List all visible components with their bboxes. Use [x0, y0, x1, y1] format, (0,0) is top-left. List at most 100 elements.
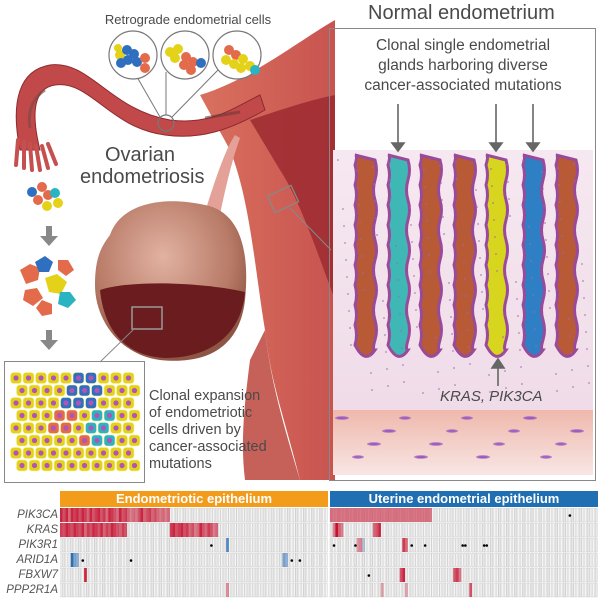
- heatmap-cell: [164, 522, 167, 538]
- heatmap-cell: [255, 537, 258, 553]
- heatmap-cell: [552, 552, 555, 568]
- heatmap-cell: [83, 552, 87, 568]
- ovary-ligament: [205, 135, 240, 215]
- heatmap-cell: [429, 537, 432, 553]
- heatmap-cell: [512, 522, 515, 538]
- heatmap-cell: [226, 508, 229, 523]
- mutation-cell-blue: [76, 553, 79, 567]
- heatmap-cell: [73, 537, 76, 553]
- heatmap-cell: [306, 508, 309, 523]
- heatmap-cell: [167, 567, 170, 583]
- heatmap-cell: [137, 552, 140, 568]
- heatmap-cell: [388, 552, 392, 568]
- heatmap-cell: [314, 552, 317, 568]
- heatmap-cell: [209, 582, 213, 598]
- heatmap-cell: [86, 552, 89, 568]
- heatmap-cell: [412, 537, 416, 553]
- heatmap-cell: [247, 522, 250, 538]
- heatmap-cell: [386, 552, 389, 568]
- heatmap-cell: [223, 567, 226, 583]
- heatmap-cell: [309, 522, 312, 538]
- heatmap-cell: [250, 537, 253, 553]
- heatmap-cell: [231, 508, 234, 523]
- heatmap-cell: [560, 508, 563, 523]
- heatmap-cell: [474, 508, 477, 523]
- mutation-cell-red: [127, 508, 130, 522]
- heatmap-cell: [549, 508, 552, 523]
- heatmap-cell: [252, 552, 256, 568]
- heatmap-cell: [116, 537, 119, 553]
- heatmap-cell: [549, 522, 552, 538]
- heatmap-cell: [100, 537, 103, 553]
- heatmap-cell: [370, 582, 373, 598]
- heatmap-cell: [156, 567, 159, 583]
- heatmap-cell: [234, 552, 237, 568]
- heatmap-cell: [380, 537, 384, 553]
- heatmap-cell: [533, 522, 536, 538]
- heatmap-cell: [485, 552, 488, 568]
- heatmap-cell: [60, 582, 63, 598]
- heatmap-cell: [388, 537, 392, 553]
- heatmap-cell: [351, 582, 354, 598]
- mutation-dot: [290, 559, 294, 562]
- heatmap-cell: [461, 522, 464, 538]
- heatmap-cell: [501, 508, 504, 523]
- heatmap-cell: [487, 537, 491, 553]
- heatmap-cell: [517, 567, 520, 583]
- heatmap-cell: [554, 582, 558, 598]
- heatmap-cell: [340, 582, 343, 598]
- heatmap-cell: [487, 567, 491, 583]
- heatmap-cell: [287, 522, 290, 538]
- heatmap-cell: [404, 522, 408, 538]
- heatmap-cell: [220, 567, 223, 583]
- down-arrow-icon: [40, 226, 58, 246]
- heatmap-cell: [167, 552, 170, 568]
- heatmap-cell: [554, 508, 558, 523]
- heatmap-cell: [525, 552, 528, 568]
- heatmap-cell: [359, 567, 362, 583]
- heatmap-cell: [295, 582, 298, 598]
- heatmap-cell: [563, 552, 566, 568]
- heatmap-cell: [493, 582, 496, 598]
- mutation-dot: [210, 544, 213, 547]
- mutation-cell-red: [397, 508, 400, 522]
- heatmap-cell: [329, 552, 333, 568]
- mutation-cell-red: [105, 523, 109, 537]
- heatmap-cell: [129, 582, 132, 598]
- heatmap-cell: [295, 567, 298, 583]
- heatmap-cell: [541, 522, 544, 538]
- heatmap-cell: [180, 567, 183, 583]
- retrograde-cell-clusters: [108, 30, 262, 80]
- heatmap-cell: [461, 582, 464, 598]
- heatmap-cell: [391, 537, 394, 553]
- heatmap-cell: [231, 582, 234, 598]
- mutation-cell-red: [429, 508, 432, 522]
- mutation-cell-red: [210, 523, 213, 537]
- heatmap-cell: [175, 508, 178, 523]
- heatmap-cell: [244, 522, 248, 538]
- heatmap-cell: [415, 552, 418, 568]
- heatmap-cell: [244, 508, 248, 523]
- heatmap-cell: [544, 552, 547, 568]
- mutation-cell-red: [359, 508, 363, 522]
- heatmap-cell: [498, 508, 501, 523]
- heatmap-cell: [65, 567, 68, 583]
- heatmap-cell: [383, 522, 386, 538]
- heatmap-cell: [445, 522, 448, 538]
- gene-label: KRAS: [26, 524, 58, 536]
- heatmap-cell: [236, 537, 240, 553]
- heatmap-cell: [183, 567, 186, 583]
- heatmap-cell: [536, 522, 539, 538]
- heatmap-cell: [97, 537, 100, 553]
- heatmap-cell: [466, 552, 469, 568]
- heatmap-cell: [429, 567, 432, 583]
- mutation-cell-red: [386, 508, 389, 522]
- heatmap-cell: [303, 567, 307, 583]
- heatmap-cell: [239, 582, 242, 598]
- heatmap-cell: [493, 522, 496, 538]
- heatmap-cell: [453, 522, 456, 538]
- heatmap-cell: [75, 567, 79, 583]
- heatmap-cell: [520, 522, 523, 538]
- heatmap-cell: [284, 567, 288, 583]
- heatmap-cell: [514, 537, 518, 553]
